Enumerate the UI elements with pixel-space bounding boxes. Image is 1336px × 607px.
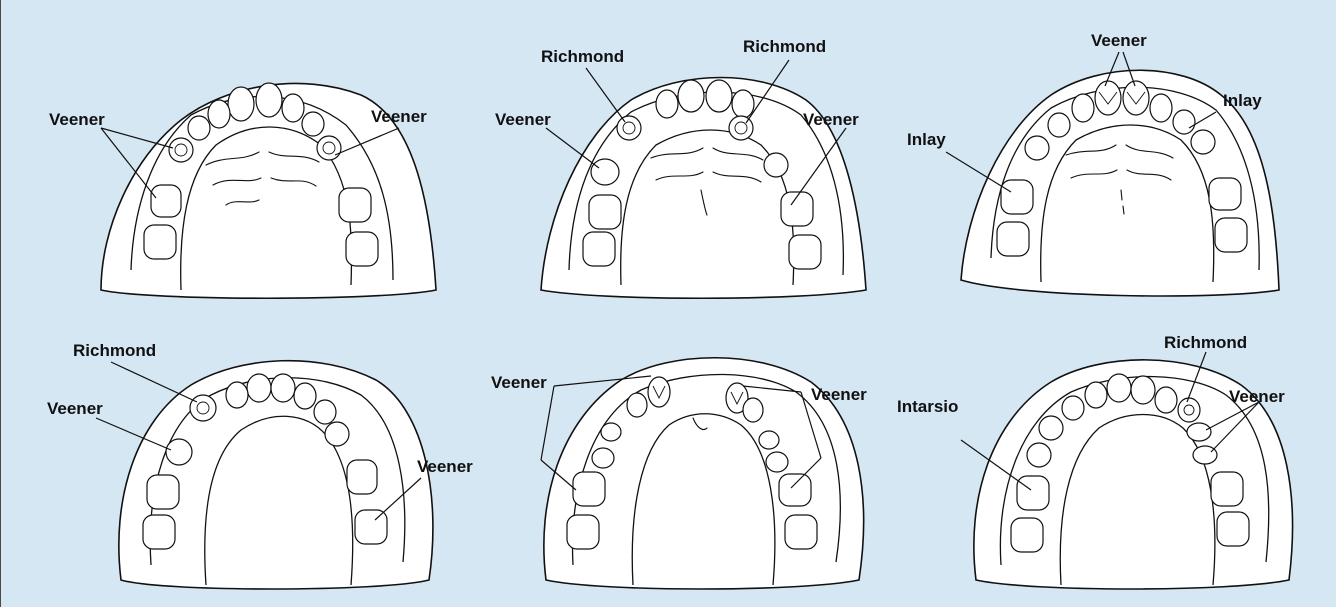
- molar: [583, 232, 615, 266]
- incisor: [1131, 376, 1155, 404]
- incisor: [1095, 81, 1121, 115]
- molar: [339, 188, 371, 222]
- molar: [347, 460, 377, 494]
- callout-label: Inlay: [907, 130, 946, 149]
- tooth: [317, 136, 341, 160]
- molar: [144, 225, 176, 259]
- callout-label: Veener: [1229, 387, 1285, 406]
- incisor: [1107, 374, 1131, 402]
- callout-label: Veener: [1091, 31, 1147, 50]
- molar: [1017, 476, 1049, 510]
- molar: [589, 195, 621, 229]
- incisor: [1123, 81, 1149, 115]
- tooth: [166, 439, 192, 465]
- callout-label: Veener: [803, 110, 859, 129]
- molar: [997, 222, 1029, 256]
- tooth: [188, 116, 210, 140]
- incisor: [282, 94, 304, 122]
- molar: [1011, 518, 1043, 552]
- tooth: [764, 153, 788, 177]
- molar: [1209, 178, 1241, 210]
- incisor: [1150, 94, 1172, 122]
- incisor: [247, 374, 271, 402]
- incisor: [1085, 382, 1107, 408]
- tooth: [729, 116, 753, 140]
- molar: [143, 515, 175, 549]
- molar: [346, 232, 378, 266]
- incisor: [732, 90, 754, 118]
- incisor: [228, 87, 254, 121]
- tooth: [1187, 423, 1211, 441]
- molar: [567, 515, 599, 549]
- callout-label: Veener: [491, 373, 547, 392]
- molar: [1001, 180, 1033, 214]
- callout-label: Richmond: [73, 341, 156, 360]
- callout-label: Veener: [371, 107, 427, 126]
- tooth: [1173, 110, 1195, 134]
- panel-upper-left: Veener Veener: [49, 83, 436, 298]
- molar: [789, 235, 821, 269]
- molar: [1215, 218, 1247, 252]
- tooth: [1025, 136, 1049, 160]
- callout-label: Veener: [49, 110, 105, 129]
- panel-lower-left: Richmond Veener Veener: [47, 341, 473, 589]
- tooth: [314, 400, 336, 424]
- tooth: [617, 116, 641, 140]
- incisor: [226, 382, 248, 408]
- tooth: [759, 431, 779, 449]
- molar: [1211, 472, 1243, 506]
- molar: [1217, 512, 1249, 546]
- panel-lower-right: Richmond Intarsio Veener: [897, 333, 1293, 589]
- panel-upper-middle: Richmond Richmond Veener Veener: [495, 37, 866, 298]
- tooth: [1048, 113, 1070, 137]
- tooth: [1062, 396, 1084, 420]
- tooth: [302, 112, 324, 136]
- tooth: [1027, 443, 1051, 467]
- callout-label: Veener: [495, 110, 551, 129]
- callout-label: Richmond: [541, 47, 624, 66]
- callout-label: Veener: [47, 399, 103, 418]
- callout-label: Richmond: [1164, 333, 1247, 352]
- molar: [573, 472, 605, 506]
- molar: [147, 475, 179, 509]
- tooth: [325, 422, 349, 446]
- incisor: [656, 90, 678, 118]
- tooth: [190, 395, 216, 421]
- callout-label: Richmond: [743, 37, 826, 56]
- panel-lower-middle: Veener Veener: [491, 358, 867, 589]
- incisor: [271, 374, 295, 402]
- molar: [355, 510, 387, 544]
- tooth: [1178, 398, 1200, 422]
- incisor: [256, 83, 282, 117]
- tooth: [169, 138, 193, 162]
- tooth: [601, 423, 621, 441]
- tooth: [1191, 130, 1215, 154]
- callout-label: Veener: [417, 457, 473, 476]
- callout-label: Intarsio: [897, 397, 958, 416]
- tooth: [766, 452, 788, 472]
- molar: [151, 185, 181, 217]
- molar: [785, 515, 817, 549]
- molar: [779, 474, 811, 506]
- panel-upper-right: Veener Inlay Inlay: [907, 31, 1279, 296]
- incisor: [678, 80, 704, 112]
- tooth: [591, 159, 619, 185]
- callout-label: Inlay: [1223, 91, 1262, 110]
- tooth: [1039, 416, 1063, 440]
- incisor: [1072, 94, 1094, 122]
- tooth: [592, 448, 614, 468]
- incisor: [706, 80, 732, 112]
- incisor: [294, 383, 316, 409]
- tooth: [627, 393, 647, 417]
- tooth: [743, 398, 763, 422]
- incisor: [1155, 387, 1177, 413]
- callout-label: Veener: [811, 385, 867, 404]
- incisor: [648, 377, 670, 407]
- incisor: [208, 100, 230, 128]
